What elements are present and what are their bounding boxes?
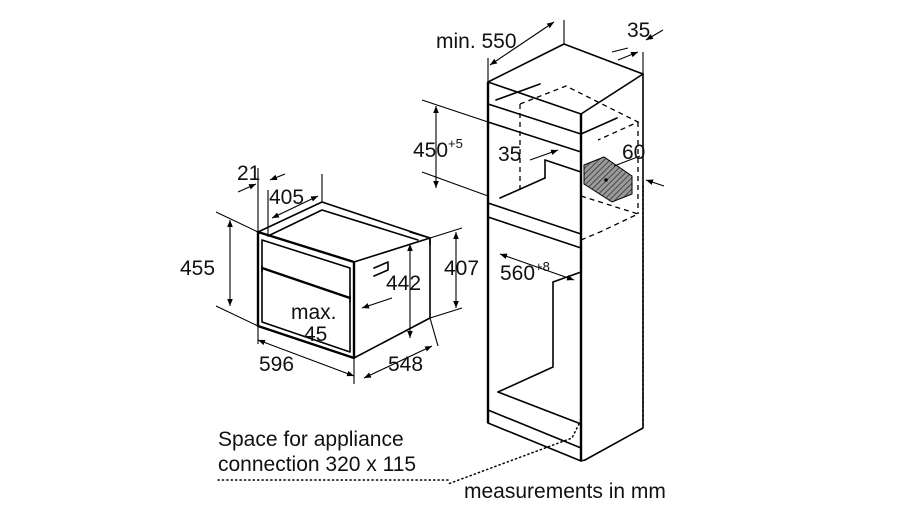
label-548: 548 <box>388 353 423 376</box>
label-405: 405 <box>269 186 304 209</box>
label-35-inner: 35 <box>498 143 521 166</box>
label-455: 455 <box>180 257 215 280</box>
tall-cabinet <box>447 43 644 485</box>
label-min-550: min. 550 <box>436 30 517 53</box>
space-note: Space for appliance connection 320 x 115 <box>218 427 416 477</box>
label-35-top: 35 <box>627 19 650 42</box>
label-450-tolerance: +5 <box>448 136 463 151</box>
ventilation-strip <box>583 156 633 203</box>
space-note-line1: Space for appliance <box>218 428 404 451</box>
label-407: 407 <box>444 257 479 280</box>
label-45: 45 <box>304 323 327 346</box>
label-442: 442 <box>386 272 421 295</box>
space-note-line2: connection 320 x 115 <box>218 453 417 476</box>
label-21: 21 <box>237 162 260 185</box>
label-560-value: 560 <box>500 262 535 285</box>
label-596: 596 <box>259 353 294 376</box>
label-450: 450+5 <box>413 136 463 162</box>
label-560: 560+8 <box>500 259 550 285</box>
label-450-value: 450 <box>413 139 448 162</box>
dimension-lines <box>215 20 665 481</box>
label-max: max. <box>291 301 337 324</box>
label-60: 60 <box>622 141 645 164</box>
units-note: measurements in mm <box>464 480 666 503</box>
label-560-tolerance: +8 <box>535 259 550 274</box>
